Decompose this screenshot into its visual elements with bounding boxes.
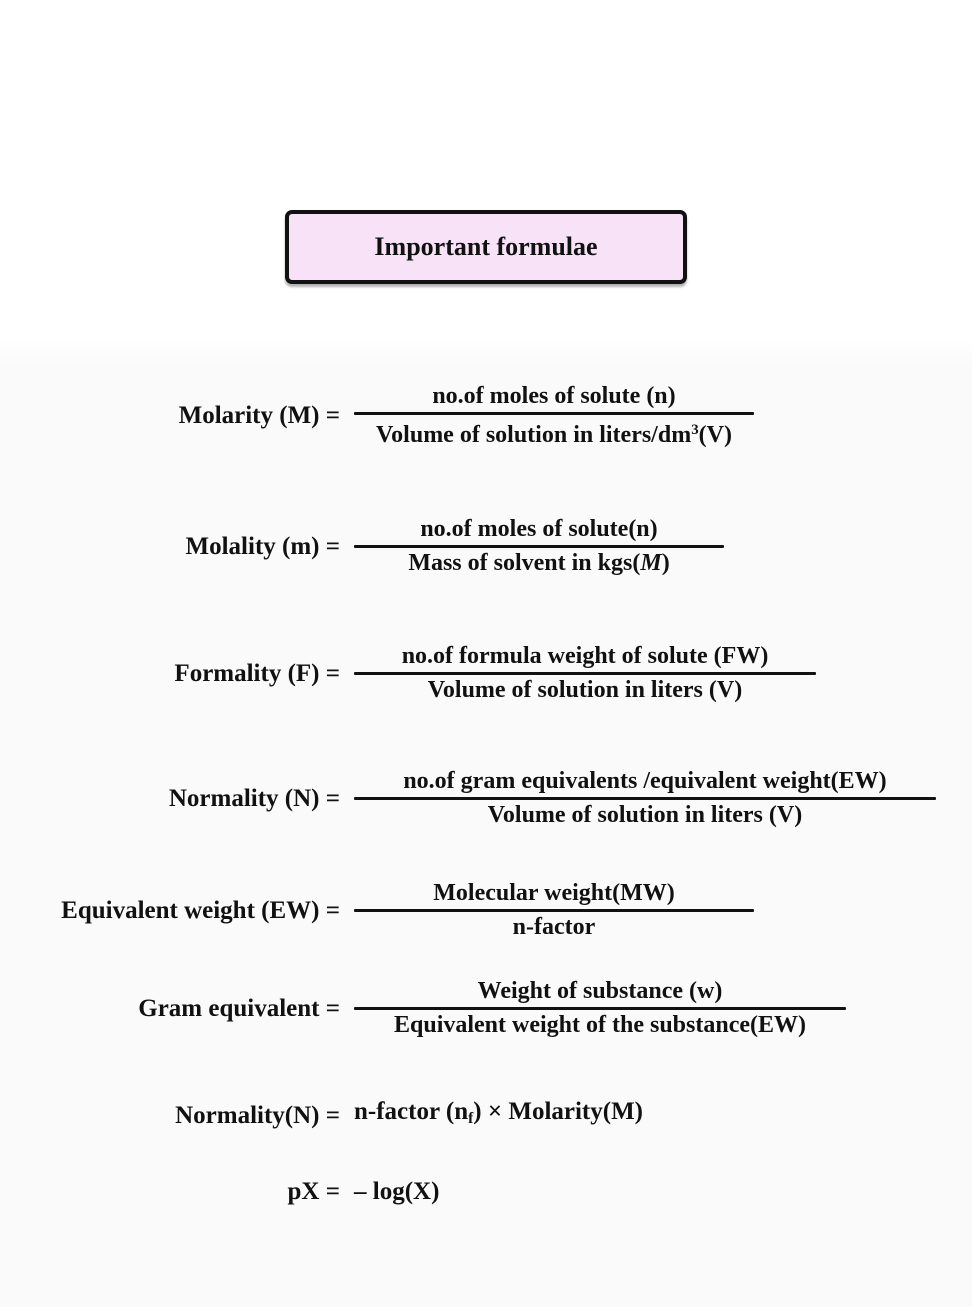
formula-gram-equivalent: Gram equivalent = Weight of substance (w… (0, 976, 972, 1041)
fraction-bar (354, 412, 754, 415)
formula-molality-fraction: no.of moles of solute(n) Mass of solvent… (354, 514, 724, 579)
formula-px: pX = – log(X) (0, 1175, 972, 1209)
formula-normality-product: Normality(N) = n-factor (nf) × Molarity(… (0, 1095, 972, 1136)
fraction-bar (354, 1007, 846, 1011)
formula-molarity: Molarity (M) = no.of moles of solute (n)… (0, 381, 972, 451)
formula-equivalent-weight-denominator: n-factor (512, 914, 596, 941)
formula-equivalent-weight: Equivalent weight (EW) = Molecular weigh… (0, 878, 972, 943)
title-section: Important formulae (0, 0, 972, 284)
italic-m: M (640, 550, 662, 577)
formula-equivalent-weight-label: Equivalent weight (EW) = (61, 896, 340, 924)
formula-formality-label: Formality (F) = (174, 659, 340, 687)
fraction-bar (354, 909, 754, 913)
formula-formality-fraction: no.of formula weight of solute (FW) Volu… (354, 641, 816, 706)
formula-normality-product-rhs: n-factor (nf) × Molarity(M) (354, 1098, 644, 1128)
formula-molality: Molality (m) = no.of moles of solute(n) … (0, 514, 972, 579)
formula-gram-equivalent-numerator: Weight of substance (w) (477, 978, 723, 1005)
formula-normality: Normality (N) = no.of gram equivalents /… (0, 766, 972, 831)
formula-equivalent-weight-fraction: Molecular weight(MW) n-factor (354, 878, 754, 943)
page-title: Important formulae (374, 232, 598, 261)
formula-molarity-numerator: no.of moles of solute (n) (432, 383, 676, 409)
title-box: Important formulae (285, 210, 687, 284)
formula-px-label: pX = (287, 1178, 340, 1206)
formula-molality-denominator: Mass of solvent in kgs(M) (408, 550, 670, 577)
formula-normality-fraction: no.of gram equivalents /equivalent weigh… (354, 766, 936, 831)
superscript-3: 3 (691, 422, 699, 438)
formula-molality-label: Molality (m) = (185, 532, 340, 560)
formula-molarity-denominator: Volume of solution in liters/dm3(V) (376, 422, 732, 449)
formula-gram-equivalent-fraction: Weight of substance (w) Equivalent weigh… (354, 976, 846, 1041)
formula-molality-numerator: no.of moles of solute(n) (420, 516, 658, 543)
formula-formality-numerator: no.of formula weight of solute (FW) (401, 643, 769, 670)
fraction-bar (354, 545, 724, 549)
formula-gram-equivalent-denominator: Equivalent weight of the substance(EW) (393, 1012, 807, 1039)
formula-molarity-fraction: no.of moles of solute (n) Volume of solu… (354, 381, 754, 451)
formula-normality-numerator: no.of gram equivalents /equivalent weigh… (403, 768, 887, 795)
formula-formality-denominator: Volume of solution in liters (V) (427, 677, 743, 704)
formula-normality-denominator: Volume of solution in liters (V) (487, 802, 803, 829)
formula-gram-equivalent-label: Gram equivalent = (138, 994, 340, 1022)
formula-equivalent-weight-numerator: Molecular weight(MW) (433, 880, 675, 907)
formula-px-rhs: – log(X) (354, 1178, 440, 1206)
formula-list: Molarity (M) = no.of moles of solute (n)… (0, 381, 972, 1209)
fraction-bar (354, 672, 816, 676)
formula-normality-label: Normality (N) = (168, 784, 340, 812)
formula-molarity-label: Molarity (M) = (178, 402, 340, 430)
formula-formality: Formality (F) = no.of formula weight of … (0, 641, 972, 706)
subscript-f: f (468, 1110, 474, 1128)
formula-normality-product-label: Normality(N) = (175, 1101, 340, 1129)
fraction-bar (354, 797, 936, 801)
